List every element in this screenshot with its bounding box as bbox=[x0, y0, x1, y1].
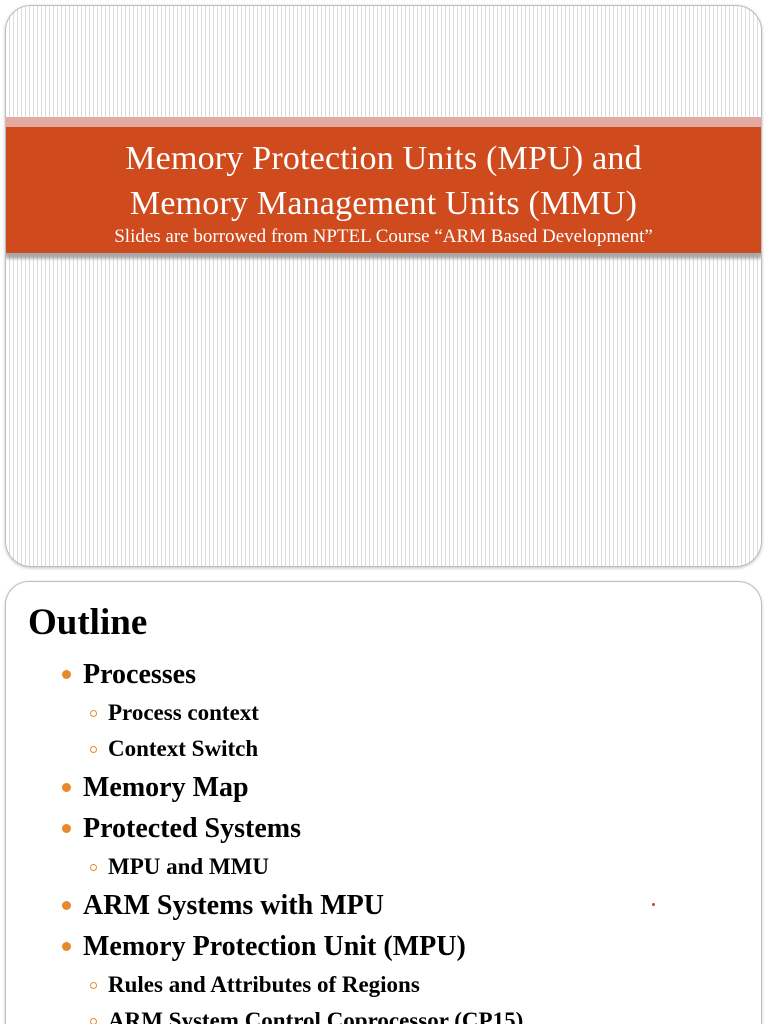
outline-subitem-label: Rules and Attributes of Regions bbox=[108, 972, 420, 997]
bullet-ring-icon bbox=[90, 864, 97, 871]
bullet-ring-icon bbox=[90, 710, 97, 717]
outline-subitem-label: Process context bbox=[108, 700, 259, 725]
bullet-dot-icon bbox=[62, 824, 71, 833]
outline-subitem: Context Switch bbox=[6, 731, 761, 767]
outline-item: ARM Systems with MPU bbox=[6, 885, 761, 926]
outline-subitem: ARM System Control Coprocessor (CP15) bbox=[6, 1003, 761, 1024]
outline-item-label: Memory Protection Unit (MPU) bbox=[83, 931, 466, 962]
outline-subitem: MPU and MMU bbox=[6, 849, 761, 885]
outline-subitem-label: MPU and MMU bbox=[108, 854, 269, 879]
title-band-shadow bbox=[6, 253, 761, 260]
title-slide: Memory Protection Units (MPU) and Memory… bbox=[5, 5, 762, 567]
bullet-dot-icon bbox=[62, 783, 71, 792]
bullet-ring-icon bbox=[90, 1018, 97, 1024]
outline-item-label: ARM Systems with MPU bbox=[83, 890, 384, 921]
slide-subtitle: Slides are borrowed from NPTEL Course “A… bbox=[114, 226, 653, 247]
outline-item-label: Processes bbox=[83, 659, 196, 690]
red-speck-mark bbox=[652, 903, 655, 906]
outline-subitem: Process context bbox=[6, 695, 761, 731]
slide-title-line-1: Memory Protection Units (MPU) and bbox=[125, 140, 642, 177]
outline-subitem-label: ARM System Control Coprocessor (CP15) bbox=[108, 1008, 524, 1024]
title-accent-strip bbox=[6, 117, 761, 127]
bullet-ring-icon bbox=[90, 982, 97, 989]
bullet-dot-icon bbox=[62, 670, 71, 679]
bullet-ring-icon bbox=[90, 746, 97, 753]
bullet-dot-icon bbox=[62, 901, 71, 910]
outline-item-label: Memory Map bbox=[83, 772, 249, 803]
outline-list: Processes Process context Context Switch… bbox=[6, 654, 761, 1024]
bullet-dot-icon bbox=[62, 942, 71, 951]
outline-subitem-label: Context Switch bbox=[108, 736, 259, 761]
outline-item: Memory Protection Unit (MPU) bbox=[6, 926, 761, 967]
outline-heading: Outline bbox=[28, 602, 148, 643]
outline-slide: Outline Processes Process context Contex… bbox=[5, 581, 762, 1024]
outline-item: Memory Map bbox=[6, 767, 761, 808]
title-band: Memory Protection Units (MPU) and Memory… bbox=[6, 127, 761, 253]
outline-item: Protected Systems bbox=[6, 808, 761, 849]
slide-title-line-2: Memory Management Units (MMU) bbox=[129, 185, 638, 222]
outline-item: Processes bbox=[6, 654, 761, 695]
outline-item-label: Protected Systems bbox=[83, 813, 301, 844]
outline-subitem: Rules and Attributes of Regions bbox=[6, 967, 761, 1003]
